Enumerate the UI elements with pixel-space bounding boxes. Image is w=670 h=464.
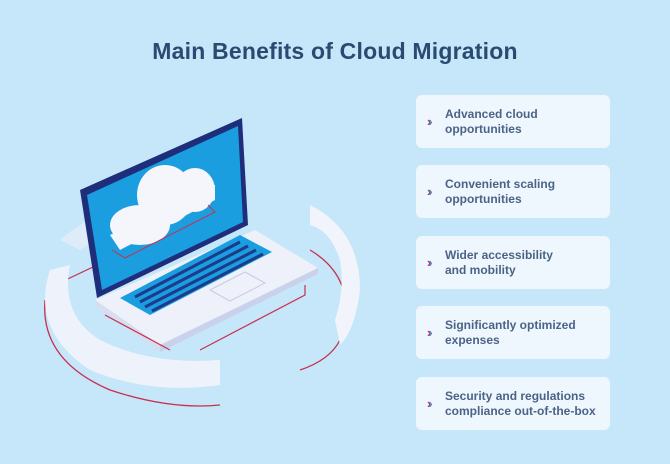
page-title: Main Benefits of Cloud Migration xyxy=(152,38,518,64)
benefit-line: expenses xyxy=(445,332,500,347)
double-chevron-right-icon: ›› xyxy=(427,184,434,199)
benefit-line: Convenient scaling xyxy=(445,176,556,191)
benefit-line: Wider accessibility xyxy=(445,247,553,262)
benefit-line: Advanced cloud xyxy=(445,106,538,121)
ring-segment xyxy=(45,265,220,388)
ring-segment xyxy=(310,205,360,345)
laptop-base xyxy=(95,230,318,345)
benefit-line: opportunities xyxy=(445,191,522,206)
double-chevron-right-icon: ›› xyxy=(427,325,434,340)
benefit-line: opportunities xyxy=(445,121,522,136)
double-chevron-right-icon: ›› xyxy=(427,114,434,129)
benefit-line: Significantly optimized xyxy=(445,317,576,332)
double-chevron-right-icon: ›› xyxy=(427,255,434,270)
keyboard xyxy=(120,235,272,315)
cloud-icon xyxy=(110,165,215,250)
double-chevron-right-icon: ›› xyxy=(427,396,434,411)
benefit-line: and mobility xyxy=(445,262,516,277)
benefit-line: compliance out-of-the-box xyxy=(445,403,596,418)
orbit-line xyxy=(44,299,221,407)
benefit-line: Security and regulations xyxy=(445,388,586,403)
trackpad xyxy=(208,271,267,302)
